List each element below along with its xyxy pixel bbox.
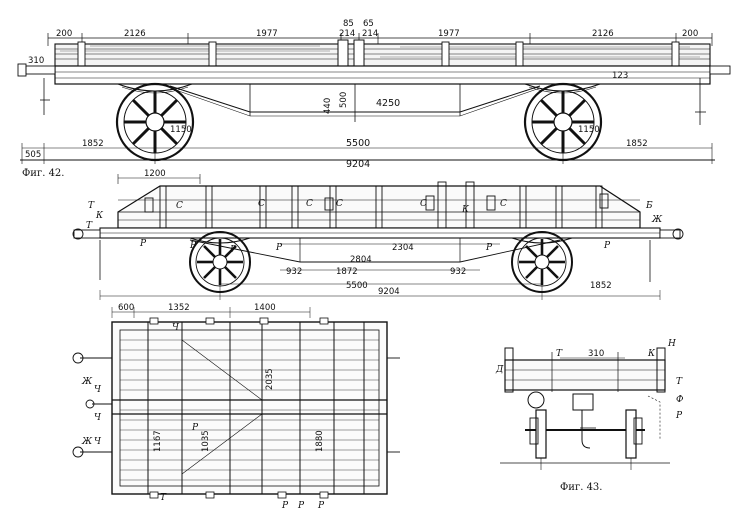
dim-label: 1035 <box>201 430 211 452</box>
part-letter: С <box>306 199 313 209</box>
dim-label: 1977 <box>438 29 460 39</box>
part-letter: Ч <box>172 323 180 333</box>
top-elevation-dimension-labels: 200 2126 1977 214 214 1977 2126 200 85 6… <box>25 19 698 170</box>
figure-43-caption: Фиг. 43. <box>560 482 602 493</box>
dim-label: 440 <box>323 98 333 114</box>
dim-label: 2126 <box>124 29 146 39</box>
dim-label: 9204 <box>346 159 370 170</box>
dim-label: 2304 <box>392 243 414 253</box>
dim-label: 1150 <box>170 125 192 135</box>
dim-label: 600 <box>118 303 134 313</box>
flatcar-plan-view <box>72 307 400 499</box>
dim-label: 1852 <box>82 139 104 149</box>
dim-label: 500 <box>339 92 349 108</box>
dim-label: 5500 <box>346 281 368 291</box>
part-letter: Р <box>229 245 237 255</box>
dim-label: 1200 <box>144 169 166 179</box>
part-letter: Р <box>275 243 283 253</box>
dim-label: 200 <box>56 29 72 39</box>
flatcar-end-view <box>500 347 670 470</box>
part-letter: Т <box>556 349 563 359</box>
dim-label: 1167 <box>153 430 163 452</box>
part-letter: Р <box>189 241 197 251</box>
part-letter: Р <box>485 243 493 253</box>
wheel-middle-right <box>511 231 573 293</box>
dim-label: 505 <box>25 150 41 160</box>
part-letter: Ф <box>676 395 684 405</box>
part-letter: Т <box>160 493 167 503</box>
part-letter: Ж <box>81 437 93 447</box>
middle-elevation-labels: 1200 2304 2804 1872 932 932 5500 9204 18… <box>86 169 663 297</box>
part-letter: Б <box>645 201 653 211</box>
dim-label: 85 <box>343 19 354 29</box>
dim-label: 2126 <box>592 29 614 39</box>
part-letter: Р <box>603 241 611 251</box>
dim-label: 1977 <box>256 29 278 39</box>
part-letter: С <box>420 199 427 209</box>
part-letter: С <box>500 199 507 209</box>
figure-42-caption: Фиг. 42. <box>22 168 64 179</box>
dim-label: 1872 <box>336 267 358 277</box>
dim-label: 310 <box>28 56 44 66</box>
dim-label: 65 <box>363 19 374 29</box>
part-letter: Р <box>675 411 683 421</box>
part-letter: Ч <box>94 385 102 395</box>
part-letter: К <box>647 349 656 359</box>
plan-view-labels: 600 1352 1400 2035 1167 1035 1880 Ч Т Ж … <box>81 303 325 511</box>
dim-label: 310 <box>588 349 604 359</box>
part-letter: Н <box>667 339 676 349</box>
part-letter: С <box>336 199 343 209</box>
dim-label: 1352 <box>168 303 190 313</box>
dim-label: 1400 <box>254 303 276 313</box>
dim-label: 214 <box>339 29 355 39</box>
part-letter: С <box>176 201 183 211</box>
part-letter: Р <box>139 239 147 249</box>
dim-label: 1150 <box>578 125 600 135</box>
dim-label: 932 <box>450 267 466 277</box>
end-view-labels: 310 Д Т Н К Т Ф Р <box>495 339 684 421</box>
dim-label: 9204 <box>378 287 400 297</box>
part-letter: Т <box>88 201 95 211</box>
dim-label: 4250 <box>376 98 400 109</box>
part-letter: К <box>95 211 104 221</box>
dim-label: 1852 <box>626 139 648 149</box>
dim-label: 214 <box>362 29 378 39</box>
part-letter: С <box>258 199 265 209</box>
flatcar-side-elevation-sides <box>72 174 684 300</box>
dim-label: 932 <box>286 267 302 277</box>
dim-label: 1880 <box>315 430 325 452</box>
dim-label: 5500 <box>346 138 370 149</box>
dim-label: 1852 <box>590 281 612 291</box>
part-letter: Ч <box>94 437 102 447</box>
part-letter: Р <box>281 501 289 511</box>
part-letter: Р <box>297 501 305 511</box>
part-letter: Ч <box>94 413 102 423</box>
part-letter: К <box>461 205 470 215</box>
part-letter: Ж <box>651 215 663 225</box>
part-letter: Р <box>317 501 325 511</box>
flatcar-side-elevation-loaded <box>17 33 731 164</box>
dim-label: 123 <box>612 71 628 81</box>
part-letter: Т <box>676 377 683 387</box>
part-letter: Р <box>191 423 199 433</box>
wheel-left <box>115 82 195 162</box>
part-letter: Ж <box>81 377 93 387</box>
dim-label: 2035 <box>265 368 275 390</box>
dim-label: 2804 <box>350 255 372 265</box>
part-letter: Д <box>495 365 504 375</box>
part-letter: Т <box>86 221 93 231</box>
dim-label: 200 <box>682 29 698 39</box>
